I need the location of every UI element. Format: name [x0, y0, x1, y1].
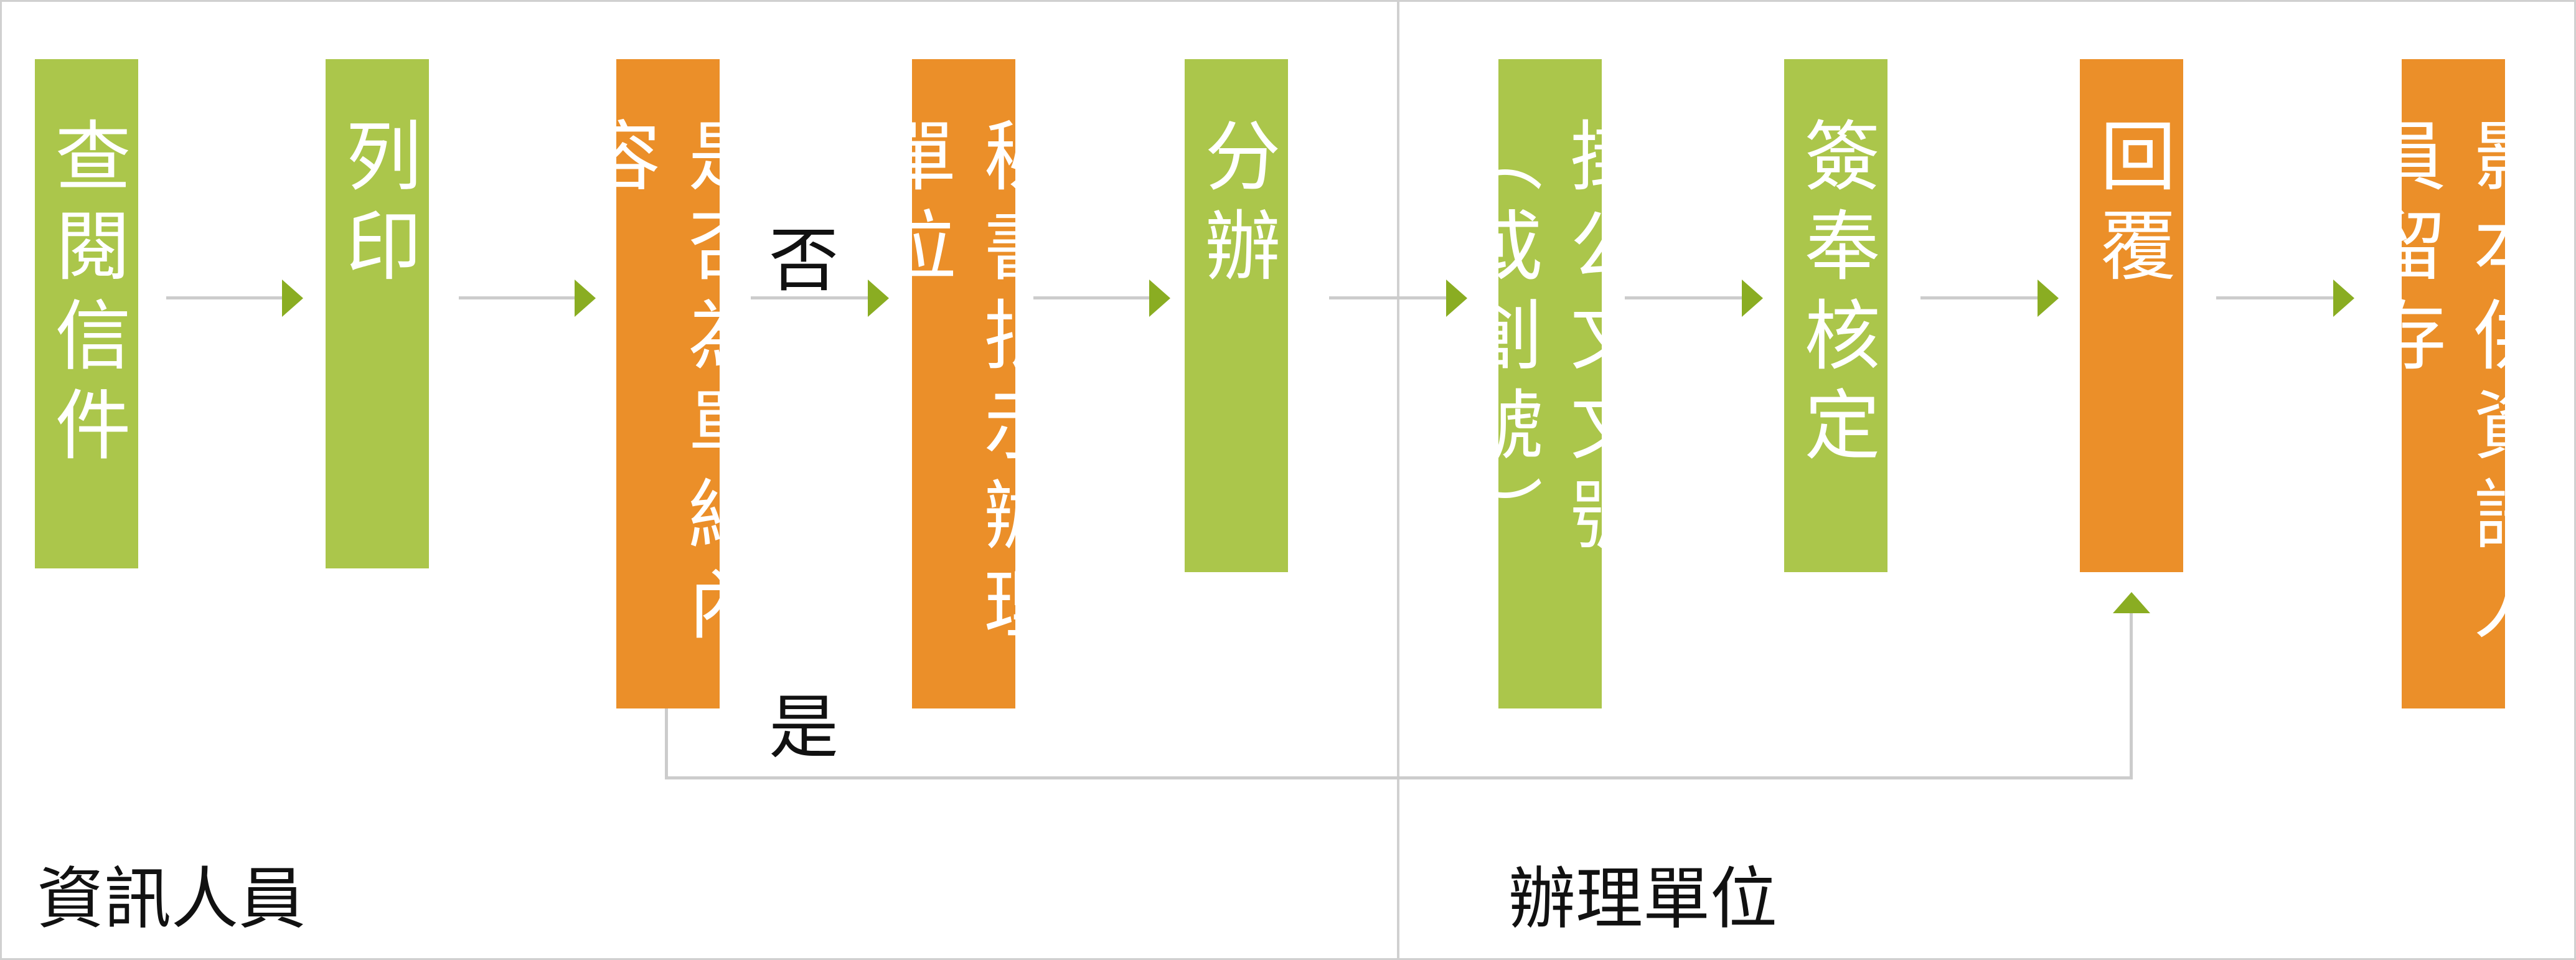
arrow-right-icon [2333, 280, 2354, 317]
connector-line [1033, 296, 1152, 299]
connector-line [1920, 296, 2040, 299]
step-distribute: 分辦 [1185, 59, 1288, 572]
yes-branch-line [665, 776, 2133, 779]
connector-line [166, 296, 284, 299]
step-label: 簽奉核定 [1792, 116, 1880, 475]
step-label: 分辦 [1192, 116, 1281, 296]
connector-line [2216, 296, 2336, 299]
arrow-right-icon [2038, 280, 2059, 317]
no-branch-label: 否 [769, 220, 839, 301]
arrow-up-icon [2113, 592, 2150, 613]
arrow-right-icon [282, 280, 303, 317]
lane-label-it-staff: 資訊人員 [37, 860, 306, 938]
arrow-right-icon [1742, 280, 1763, 317]
connector-line [1625, 296, 1744, 299]
step-decision-simple: 是否為單純內容 [572, 59, 764, 708]
step-reply: 回覆 [2080, 59, 2183, 572]
arrow-right-icon [575, 280, 596, 317]
step-label: 是否為單純內容 [572, 116, 764, 654]
arrow-right-icon [1149, 280, 1170, 317]
step-register-doc-number: 掛公文文號（或創號） [1454, 59, 1646, 708]
step-label: 秘書批示辦理單位 [868, 116, 1060, 654]
connector-line [751, 296, 870, 299]
step-label: 回覆 [2087, 116, 2176, 296]
step-label: 查閱信件 [42, 116, 131, 475]
lane-label-handling-unit: 辦理單位 [1508, 860, 1778, 938]
step-copy-archive: 影本供資訊人員留存 [2357, 59, 2549, 708]
connector-line [1329, 296, 1449, 299]
step-read-mail: 查閱信件 [35, 59, 138, 568]
step-print: 列印 [326, 59, 429, 568]
yes-branch-label: 是 [769, 687, 839, 768]
arrow-right-icon [1446, 280, 1467, 317]
yes-branch-line [665, 708, 668, 779]
arrow-right-icon [868, 280, 889, 317]
step-label: 影本供資訊人員留存 [2357, 116, 2549, 654]
connector-line [459, 296, 577, 299]
lane-divider [1397, 2, 1399, 958]
step-label: 列印 [333, 116, 421, 296]
step-approve: 簽奉核定 [1784, 59, 1887, 572]
step-secretary-assign: 秘書批示辦理單位 [868, 59, 1060, 708]
step-label: 掛公文文號（或創號） [1454, 116, 1646, 565]
yes-branch-line [2130, 612, 2133, 779]
